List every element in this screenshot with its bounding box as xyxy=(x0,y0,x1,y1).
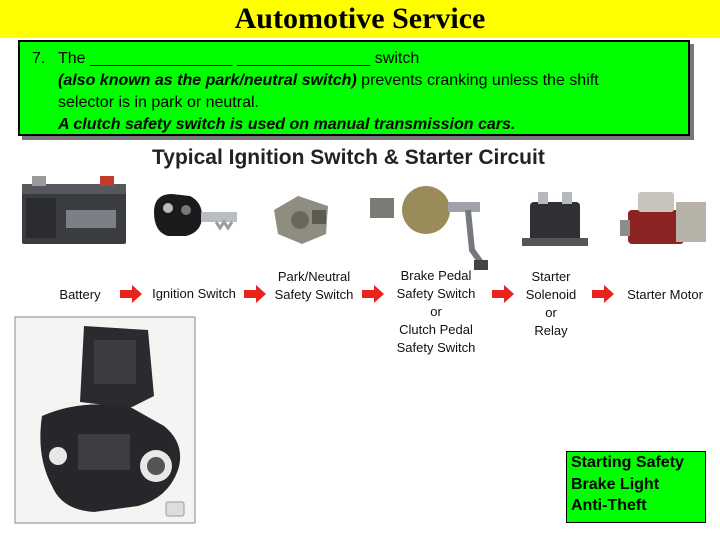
title-bar: Automotive Service xyxy=(0,0,720,38)
label-brake-line-2: Safety Switch xyxy=(386,285,486,303)
question-line-4: A clutch safety switch is used on manual… xyxy=(58,116,515,134)
question-line-2-rest: prevents cranking unless the shift xyxy=(357,72,599,89)
topic-starting-safety: Starting Safety xyxy=(567,452,705,474)
topic-anti-theft: Anti-Theft xyxy=(567,495,705,517)
slide-title: Automotive Service xyxy=(0,1,720,37)
battery-image xyxy=(16,170,134,250)
label-solenoid-line-1: Starter xyxy=(516,268,586,286)
label-park-neutral-safety: Park/Neutral Safety Switch xyxy=(266,268,362,304)
label-brake-line-5: Safety Switch xyxy=(386,339,486,357)
question-line-1: The ________________ _______________ swi… xyxy=(58,50,419,68)
label-park-line-1: Park/Neutral xyxy=(266,268,362,286)
arrow-right-icon xyxy=(492,285,514,303)
question-number: 7. xyxy=(32,50,45,68)
starter-motor-image xyxy=(618,182,712,258)
brake-pedal-image xyxy=(364,180,492,276)
label-park-line-2: Safety Switch xyxy=(266,286,362,304)
question-line-3: selector is in park or neutral. xyxy=(58,94,259,112)
label-brake-line-4: Clutch Pedal xyxy=(386,321,486,339)
label-solenoid-line-3: or xyxy=(516,304,586,322)
solenoid-image xyxy=(522,186,588,256)
label-ignition-switch: Ignition Switch xyxy=(144,285,244,303)
arrow-right-icon xyxy=(120,285,142,303)
label-solenoid-line-2: Solenoid xyxy=(516,286,586,304)
circuit-title: Typical Ignition Switch & Starter Circui… xyxy=(152,146,545,170)
park-neutral-switch-image xyxy=(268,190,336,248)
park-neutral-switch-photo xyxy=(14,316,196,524)
question-line-2: (also known as the park/neutral switch) … xyxy=(58,72,599,90)
label-starter-motor: Starter Motor xyxy=(618,286,712,304)
label-brake-clutch-safety: Brake Pedal Safety Switch or Clutch Peda… xyxy=(386,267,486,357)
arrow-right-icon xyxy=(362,285,384,303)
label-starter-solenoid: Starter Solenoid or Relay xyxy=(516,268,586,340)
question-box: 7. The ________________ _______________ … xyxy=(18,40,690,136)
question-aka: (also known as the park/neutral switch) xyxy=(58,72,357,89)
label-brake-line-3: or xyxy=(386,303,486,321)
arrow-right-icon xyxy=(592,285,614,303)
label-battery: Battery xyxy=(50,286,110,304)
arrow-right-icon xyxy=(244,285,266,303)
label-brake-line-1: Brake Pedal xyxy=(386,267,486,285)
ignition-key-image xyxy=(146,188,242,244)
topic-brake-light: Brake Light xyxy=(567,474,705,496)
topics-box: Starting Safety Brake Light Anti-Theft xyxy=(566,451,706,523)
label-solenoid-line-4: Relay xyxy=(516,322,586,340)
